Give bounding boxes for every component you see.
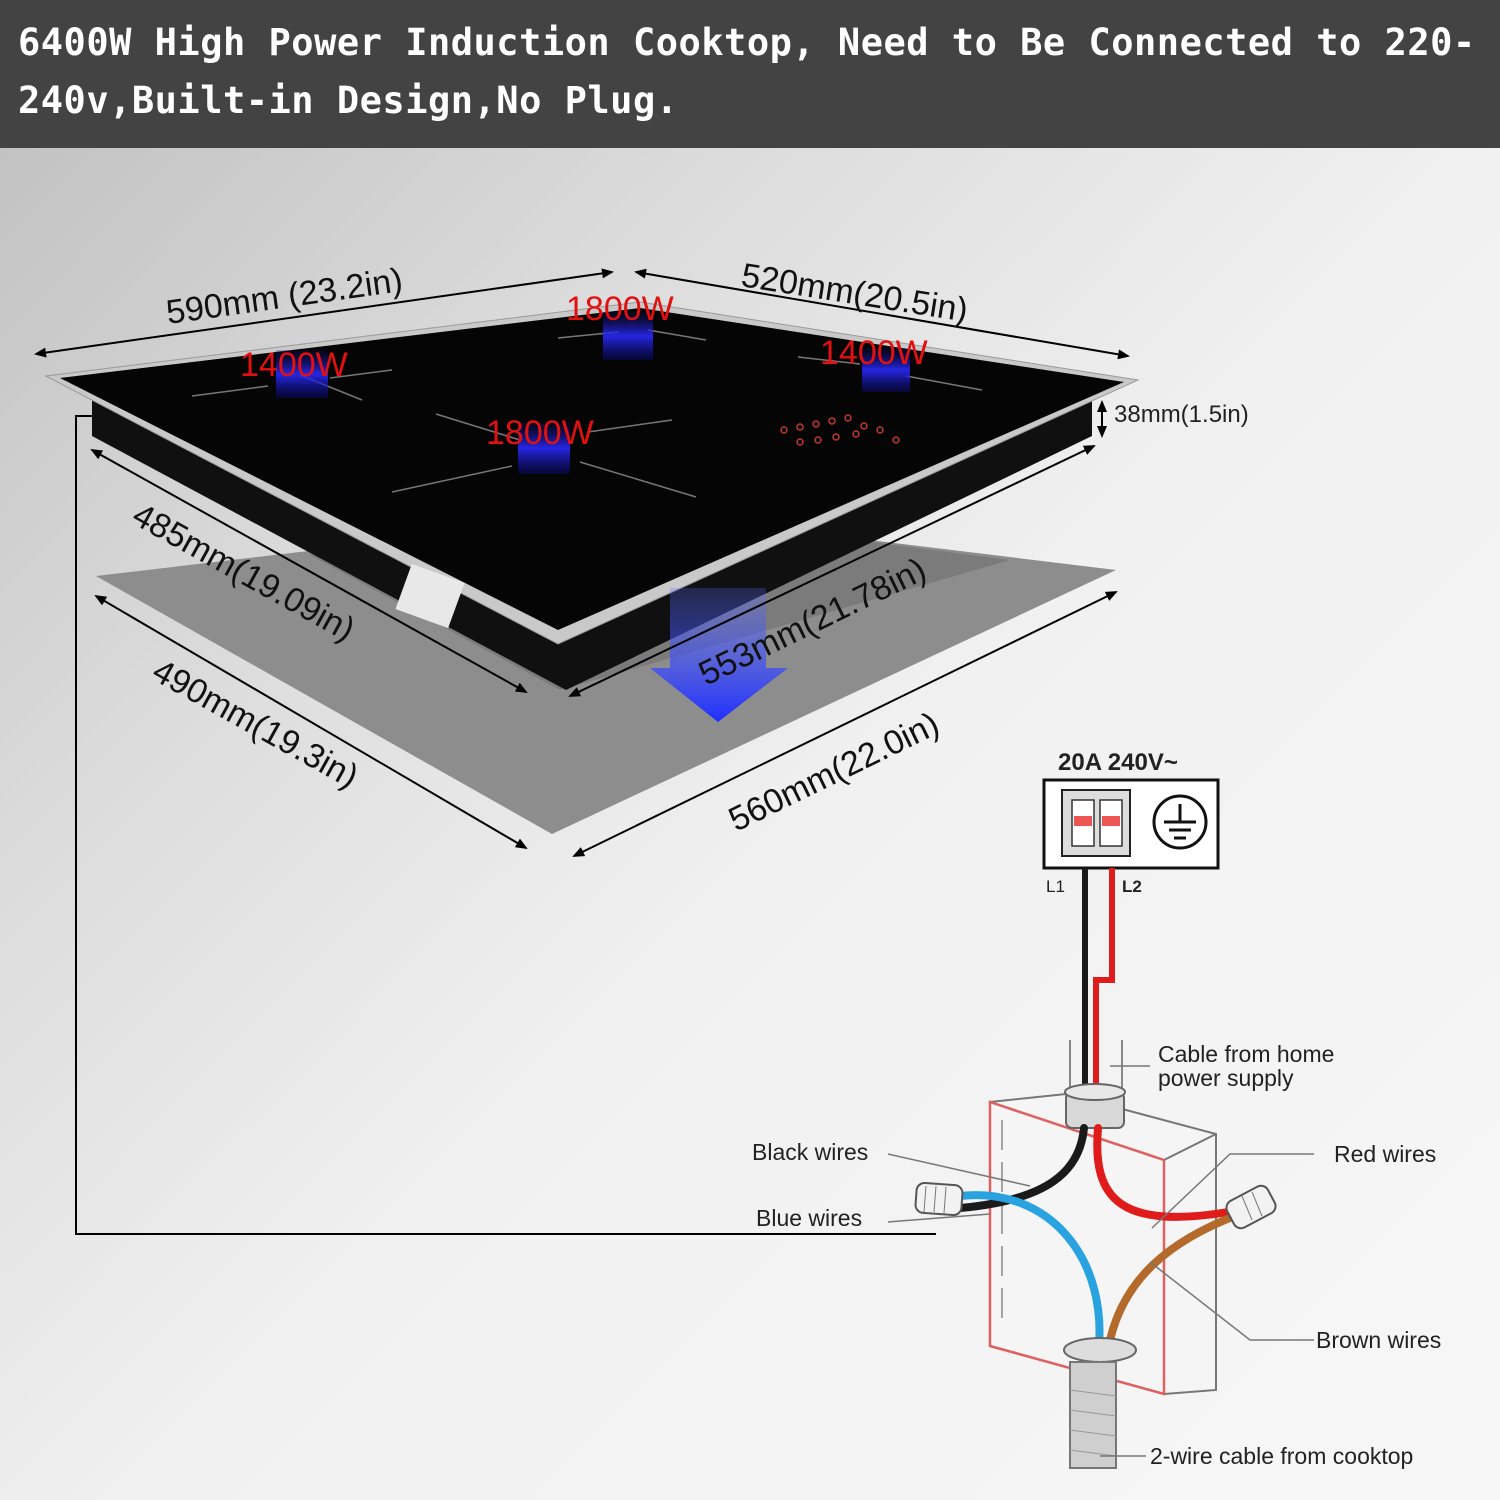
- touch-control-panel: [780, 414, 900, 446]
- title-banner: 6400W High Power Induction Cooktop, Need…: [0, 0, 1500, 148]
- dim-height: 38mm(1.5in): [1114, 401, 1249, 428]
- label-cooktop-cable: 2-wire cable from cooktop: [1150, 1443, 1413, 1469]
- banner-title: 6400W High Power Induction Cooktop, Need…: [18, 21, 1476, 122]
- terminal-l2: L2: [1122, 877, 1142, 896]
- ground-icon: [1152, 794, 1208, 850]
- label-red-wires: Red wires: [1334, 1141, 1436, 1167]
- label-blue-wires: Blue wires: [756, 1205, 862, 1231]
- wire-blue: [956, 1191, 1104, 1360]
- wire-nut-icon: [914, 1181, 964, 1217]
- label-cable-home-2: power supply: [1158, 1065, 1294, 1091]
- junction-box: [988, 1083, 1217, 1396]
- wire-brown: [1104, 1210, 1244, 1354]
- dimension-arrows: [34, 268, 1130, 857]
- burner-power-front-left: 1400W: [240, 346, 348, 384]
- label-cable-home-1: Cable from home: [1158, 1041, 1334, 1067]
- dim-top-depth: 520mm(20.5in): [739, 256, 971, 329]
- wire-red: [1093, 1124, 1244, 1221]
- burner-power-back-center: 1800W: [566, 290, 674, 328]
- wire-black: [956, 1124, 1088, 1212]
- breaker-rating: 20A 240V~: [1058, 749, 1178, 776]
- bottom-fitting: [1063, 1337, 1137, 1363]
- cooktop-cable-leader: [75, 415, 936, 1235]
- label-leaders: [887, 1065, 1314, 1457]
- supply-wire-red: [1093, 868, 1115, 1090]
- burner-glow-front-left: [276, 350, 328, 398]
- dim-top-width: 590mm (23.2in): [164, 261, 405, 332]
- burner-power-front-center: 1800W: [486, 414, 594, 452]
- terminal-l1: L1: [1046, 877, 1065, 896]
- burner-power-back-right: 1400W: [820, 334, 928, 372]
- label-black-wires: Black wires: [752, 1139, 868, 1165]
- breaker-icon: [1061, 789, 1131, 857]
- label-brown-wires: Brown wires: [1316, 1327, 1441, 1353]
- wire-nut-icon: [1225, 1184, 1277, 1230]
